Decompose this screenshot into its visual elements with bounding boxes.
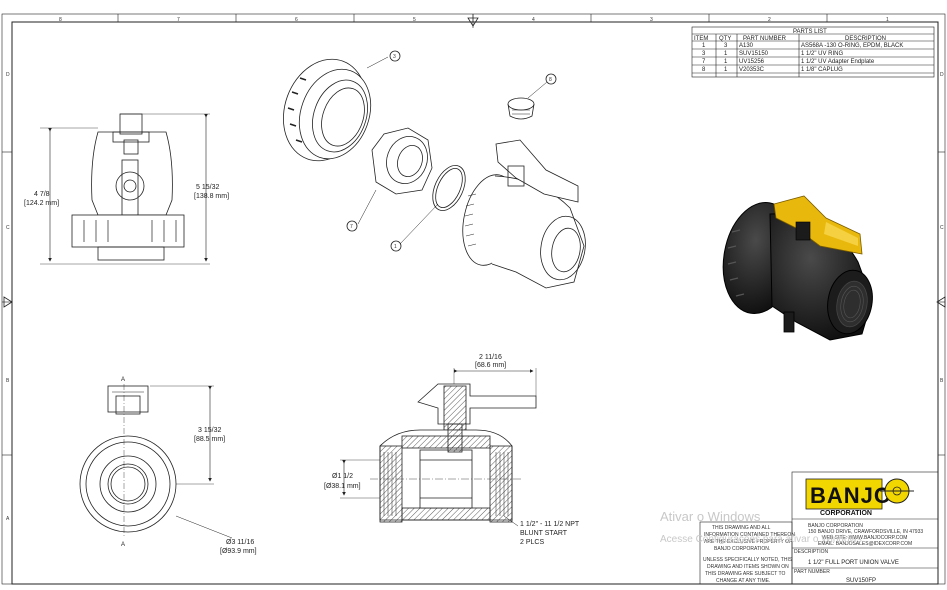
dim-body-height: 4 7/8 [34,191,50,198]
disclaimer: THIS DRAWING AND ALL [712,525,771,531]
border-number: 3 [650,17,653,23]
border-labels: 8 7 6 5 4 3 2 1 D C B A D C B [6,17,944,522]
cell: UV15256 [739,59,765,65]
windows-activation-watermark: Ativar o Windows Acesse Configurações pa… [660,509,865,545]
change-note: DRAWING AND ITEMS SHOWN ON [707,564,789,570]
balloon-7: 7 [350,224,353,230]
thread-note: BLUNT START [520,530,568,537]
cell: 1 [724,59,728,65]
logo-text: BANJO [810,483,892,508]
dim-handle-width: 2 11/16 [479,354,502,361]
end-view-dims: A A 3 15/32 [88.5 mm] Ø3 11/16 [Ø93.9 mm… [121,377,257,555]
cell: 1 1/8" CAPLUG [801,67,843,73]
sheet-border [1,13,946,585]
dim-half-height: 3 15/32 [198,427,221,434]
watermark-line2: Acesse Configurações para ativar o Windo… [660,534,865,545]
balloon-labels: 3 8 7 1 [350,54,552,250]
thread-note: 1 1/2" - 11 1/2 NPT [520,521,580,528]
company-name: BANJO CORPORATION [808,523,863,529]
balloon-8: 8 [549,77,552,83]
valve-3d-render [722,195,873,341]
border-letter: D [940,72,944,78]
part-number-value: SUV150FP [846,578,876,584]
description-value: 1 1/2" FULL PORT UNION VALVE [808,560,899,566]
cell: 1 [724,51,728,57]
cell: 1 1/2" UV Adapter Endplate [801,59,875,65]
dim-total-height-mm: [138.8 mm] [194,193,229,200]
border-letter: B [940,378,944,384]
company-email: EMAIL: BANJOSALES@IDEXCORP.COM [818,541,912,547]
disclaimer: INFORMATION CONTAINED THEREON [704,532,795,538]
cell: 7 [702,59,706,65]
border-letter: B [6,378,10,384]
cell: V20353C [739,67,765,73]
logo-subtitle: CORPORATION [820,510,872,517]
col-header: QTY [719,36,731,42]
border-number: 5 [413,17,416,23]
border-letter: C [940,225,944,231]
change-note: THIS DRAWING ARE SUBJECT TO [705,571,785,577]
border-number: 8 [59,17,62,23]
dim-outer-dia: Ø3 11/16 [226,539,254,546]
disclaimer: BANJO CORPORATION. [714,546,770,552]
section-view-dims: 2 11/16 [68.6 mm] Ø1 1/2 [Ø38.1 mm] 1 1/… [324,354,580,546]
change-note: UNLESS SPECIFICALLY NOTED, THIS [703,557,793,563]
dim-total-height: 5 15/32 [196,184,219,191]
cell: 1 1/2" UV RING [801,51,843,57]
border-number: 6 [295,17,298,23]
border-letter: D [6,72,10,78]
dim-body-height-mm: [124.2 mm] [24,200,59,207]
border-letter: C [6,225,10,231]
border-number: 7 [177,17,180,23]
banjo-logo: BANJO CORPORATION [805,478,914,517]
end-view [79,384,233,539]
exploded-view [283,50,586,289]
dim-outer-dia-mm: [Ø93.9 mm] [220,548,257,555]
company-address: 150 BANJO DRIVE, CRAWFORDSVILLE, IN 4793… [808,529,923,535]
border-number: 4 [532,17,535,23]
disclaimer: ARE THE EXCLUSIVE PROPERTY OF [704,539,792,545]
company-website: WEB SITE: WWW.BANJOCORP.COM [822,535,907,541]
cell: SUV15150 [739,51,769,57]
parts-list-table [691,26,935,78]
border-letter: A [6,516,10,522]
cell: 3 [724,43,728,49]
dim-bore-mm: [Ø38.1 mm] [324,483,361,490]
cell: 1 [724,67,728,73]
col-header: PART NUMBER [743,36,787,42]
watermark-line1: Ativar o Windows [660,509,761,524]
change-note: CHANGE AT ANY TIME. [716,578,770,584]
cell: 8 [702,67,706,73]
dim-bore: Ø1 1/2 [332,473,353,480]
parts-list-title: PARTS LIST [793,29,827,35]
cell: 3 [702,51,706,57]
front-view [40,113,210,265]
description-label: DESCRIPTION [794,549,829,555]
dim-handle-width-mm: [68.6 mm] [475,362,506,369]
balloon-1: 1 [394,244,397,250]
parts-list-text: PARTS LIST ITEM QTY PART NUMBER DESCRIPT… [694,29,903,73]
title-block-text: THIS DRAWING AND ALL INFORMATION CONTAIN… [703,478,923,584]
section-label-a: A [121,542,125,548]
part-number-label: PART NUMBER [794,569,830,575]
col-header: DESCRIPTION [845,36,886,42]
border-number: 1 [886,17,889,23]
cell: AS568A -130 O-RING, EPDM, BLACK [801,43,903,49]
cell: 1 [702,43,706,49]
cell: A130 [739,43,754,49]
col-header: ITEM [694,36,708,42]
balloon-3: 3 [393,54,396,60]
section-view [340,368,537,527]
thread-note: 2 PLCS [520,539,544,546]
section-label-a: A [121,377,125,383]
dim-half-height-mm: [88.5 mm] [194,436,225,443]
title-block [699,471,939,585]
front-view-dims: 4 7/8 [124.2 mm] 5 15/32 [138.8 mm] [24,184,229,207]
border-number: 2 [768,17,771,23]
